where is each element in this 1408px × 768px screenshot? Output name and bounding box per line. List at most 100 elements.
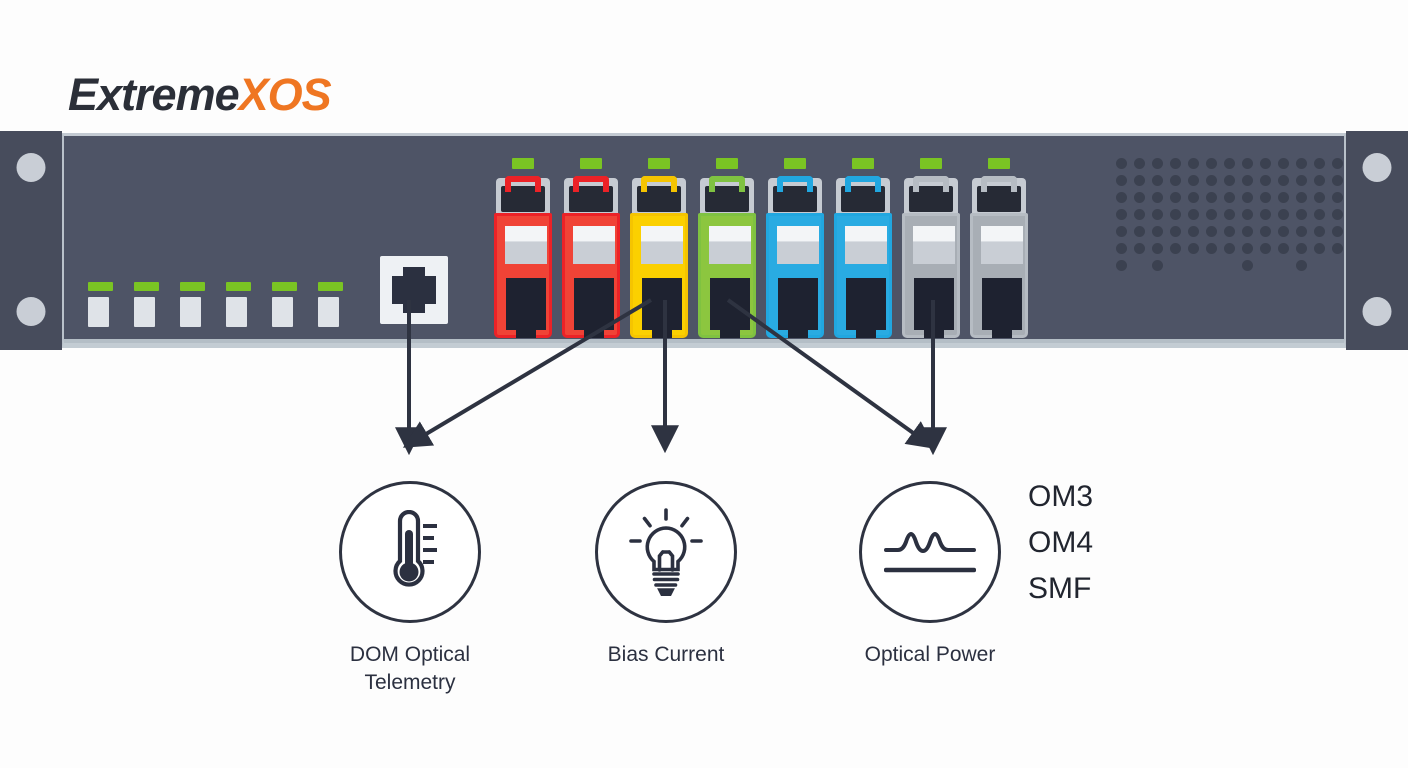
rack-ear-left [0, 131, 62, 350]
status-led-6 [318, 282, 343, 327]
vent-hole-icon [1278, 209, 1289, 220]
fiber-port-opening[interactable] [914, 278, 954, 338]
vent-hole-icon [1134, 226, 1145, 237]
vent-hole-icon [1152, 243, 1163, 254]
transceiver-module-2[interactable] [560, 158, 622, 338]
vent-hole-icon [1134, 158, 1145, 169]
vent-hole-icon [1278, 243, 1289, 254]
vent-hole-icon [1260, 243, 1271, 254]
transceiver-label-area [913, 226, 955, 264]
transceiver-label-area [845, 226, 887, 264]
status-led-2 [134, 282, 159, 327]
feature-icon-circle [339, 481, 481, 623]
vent-hole-icon [1116, 260, 1127, 271]
transceiver-module-1[interactable] [492, 158, 554, 338]
status-led-bank [88, 282, 343, 327]
transceiver-bail-latch[interactable] [573, 176, 609, 192]
media-type-om4: OM4 [1028, 525, 1094, 559]
vent-hole-icon [1242, 226, 1253, 237]
vent-hole-icon [1152, 260, 1163, 271]
transceiver-bail-latch[interactable] [981, 176, 1017, 192]
feature-label: Bias Current [607, 643, 725, 666]
fiber-port-opening[interactable] [506, 278, 546, 338]
vent-hole-icon [1206, 158, 1217, 169]
fiber-port-opening[interactable] [846, 278, 886, 338]
led-housing [318, 297, 339, 327]
vent-hole-icon [1278, 192, 1289, 203]
led-housing [88, 297, 109, 327]
feature-label: DOM Optical Telemetry [349, 643, 471, 694]
led-indicator-icon [88, 282, 113, 291]
vent-hole-icon [1242, 260, 1253, 271]
rack-ear-right [1346, 131, 1408, 350]
transceiver-module-5[interactable] [764, 158, 826, 338]
feature-icon-circle [859, 481, 1001, 623]
vent-hole-icon [1188, 192, 1199, 203]
fiber-port-opening[interactable] [778, 278, 818, 338]
port-link-led-icon [512, 158, 534, 169]
vent-hole-icon [1296, 192, 1307, 203]
transceiver-body [562, 213, 620, 338]
vent-hole-icon [1206, 243, 1217, 254]
transceiver-module-3[interactable] [628, 158, 690, 338]
vent-hole-icon [1116, 192, 1127, 203]
port-link-led-icon [988, 158, 1010, 169]
transceiver-bail-latch[interactable] [641, 176, 677, 192]
vent-hole-icon [1242, 192, 1253, 203]
logo-primary-text: Extreme [68, 69, 240, 120]
console-rj45-port[interactable] [380, 256, 448, 324]
ventilation-grille [1116, 158, 1350, 277]
fiber-port-opening[interactable] [982, 278, 1022, 338]
vent-hole-icon [1152, 175, 1163, 186]
vent-hole-icon [1242, 175, 1253, 186]
fiber-port-opening[interactable] [574, 278, 614, 338]
transceiver-label-area [641, 226, 683, 264]
vent-hole-icon [1260, 175, 1271, 186]
vent-hole-icon [1224, 192, 1235, 203]
transceiver-bail-latch[interactable] [709, 176, 745, 192]
port-link-led-icon [580, 158, 602, 169]
media-type-smf: SMF [1028, 571, 1092, 605]
vent-hole-icon [1188, 158, 1199, 169]
vent-hole-icon [1260, 226, 1271, 237]
vent-hole-icon [1278, 175, 1289, 186]
media-type-om3: OM3 [1028, 480, 1094, 513]
vent-hole-icon [1170, 226, 1181, 237]
vent-hole-icon [1170, 158, 1181, 169]
transceiver-bail-latch[interactable] [913, 176, 949, 192]
vent-hole-icon [1116, 209, 1127, 220]
transceiver-bail-latch[interactable] [505, 176, 541, 192]
switch-faceplate [62, 133, 1346, 348]
transceiver-bail-latch[interactable] [845, 176, 881, 192]
led-indicator-icon [318, 282, 343, 291]
feature-bias-current[interactable]: Bias Current [595, 481, 737, 669]
feature-optical-power[interactable]: Optical Power [859, 481, 1001, 669]
fiber-port-opening[interactable] [642, 278, 682, 338]
vent-hole-icon [1134, 260, 1145, 271]
vent-hole-icon [1152, 158, 1163, 169]
media-type-list: OM3 OM4 SMF [1028, 474, 1093, 612]
vent-hole-icon [1206, 226, 1217, 237]
vent-hole-icon [1260, 209, 1271, 220]
vent-hole-icon [1170, 260, 1181, 271]
rack-screw-hole-icon [1362, 297, 1392, 326]
vent-hole-icon [1314, 175, 1325, 186]
vent-hole-icon [1188, 209, 1199, 220]
status-led-3 [180, 282, 205, 327]
port-link-led-icon [920, 158, 942, 169]
transceiver-module-8[interactable] [968, 158, 1030, 338]
vent-hole-icon [1278, 226, 1289, 237]
transceiver-module-7[interactable] [900, 158, 962, 338]
rack-screw-hole-icon [16, 297, 46, 326]
transceiver-body [834, 213, 892, 338]
vent-hole-icon [1314, 226, 1325, 237]
fiber-port-opening[interactable] [710, 278, 750, 338]
vent-hole-icon [1206, 260, 1217, 271]
transceiver-bail-latch[interactable] [777, 176, 813, 192]
feature-dom-optical-telemetry[interactable]: DOM Optical Telemetry [339, 481, 481, 697]
port-link-led-icon [852, 158, 874, 169]
led-housing [134, 297, 155, 327]
transceiver-module-4[interactable] [696, 158, 758, 338]
transceiver-module-6[interactable] [832, 158, 894, 338]
